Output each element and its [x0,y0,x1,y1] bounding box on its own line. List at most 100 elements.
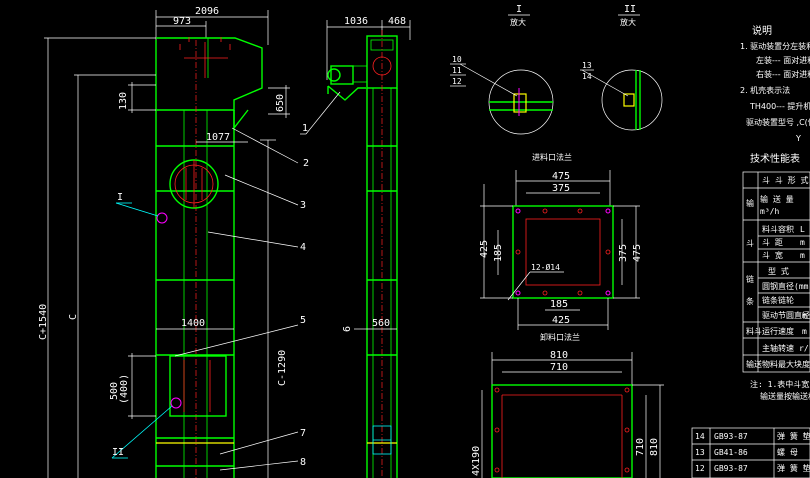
parts-row-2-code: GB41-86 [714,448,748,457]
dim-w1077: 1077 [206,132,230,143]
inlet-hole-callout: 12-Ø14 [531,262,560,272]
detail-mark-two: II [112,447,124,458]
tech-row-10: 料斗运行速度 [746,326,794,336]
notes-line-3: 右装--- 面对进料口 [756,69,810,79]
detail-mark-one: I [117,192,123,203]
outlet-dim-h810: 810 [649,438,660,456]
tech-row-5: 斗 宽 [762,250,783,260]
tech-footnote-1: 注: 1.表中斗宽为计算 [750,379,810,389]
tech-side-2: 斗 [746,239,754,248]
tech-row-1: 斗 斗 形 式 [762,175,808,185]
inlet-dim-w375: 375 [552,183,570,194]
front-view: 2096 973 [38,6,309,478]
part-number-3: 3 [300,200,306,211]
tech-row-11-unit: r/ [799,344,809,353]
detail-one: I 放大 10 11 12 [450,4,554,135]
dim-h400: (400) [119,374,130,404]
inlet-dim-h185: 185 [493,244,504,262]
parts-row-3-code: GB93-87 [714,464,748,473]
tech-row-3: 料斗容积 [762,224,794,234]
detail-two: II 放大 13 14 [580,4,663,131]
part-number-1: 1 [302,123,308,134]
side-view: 1036 468 560 1 6 [300,16,411,478]
tech-row-10-unit: m [802,327,807,336]
detail-one-part-10: 10 [452,55,462,64]
parts-row-3-name: 弹 簧 垫 [777,463,810,473]
outlet-flange-title: 卸料口法兰 [540,332,580,342]
inlet-dim-w475: 475 [552,171,570,182]
notes-title: 说明 [752,24,772,37]
inlet-flange: 进料口法兰 475 375 425 185 375 475 18 [479,152,643,330]
outlet-dim-h710: 710 [635,438,646,456]
detail-two-part-14: 14 [582,72,592,81]
part-number-6: 6 [342,326,353,332]
parts-row-2-name: 螺 母 [777,447,798,457]
outlet-dim-w710: 710 [550,362,568,373]
inlet-dim-r475: 475 [632,244,643,262]
dim-h650: 650 [275,94,286,112]
dim-h130: 130 [118,92,129,110]
part-number-8: 8 [300,457,306,468]
dim-w1036: 1036 [344,16,368,27]
tech-row-8: 链条链轮 [762,295,794,305]
outlet-flange: 卸料口法兰 810 710 4X190 710 810 [471,332,664,478]
inlet-dim-h425: 425 [479,240,490,258]
detail-two-part-13: 13 [582,61,592,70]
detail-one-part-11: 11 [452,66,462,75]
tech-footnote-2: 输送量按输送机 [760,391,810,401]
notes-line-4: 2. 机壳表示法 [740,85,790,95]
dim-c1290: C-1290 [277,350,288,386]
part-number-5: 5 [300,315,306,326]
tech-row-9: 驱动节圆直径 [762,310,810,320]
tech-row-12: 输送物料最大块度 [746,359,810,369]
detail-one-mark: I [516,4,522,15]
notes-line-7: Y [795,134,801,143]
inlet-dim-b425: 425 [552,315,570,326]
parts-row-2-no: 13 [695,448,705,457]
tech-table: 技术性能表 斗 斗 形 式 输 送 量 m³/h 料斗容积 L 斗 距 m 斗 … [742,152,810,401]
dim-top-width: 2096 [195,6,219,17]
dim-top-left: 973 [173,16,191,27]
part-number-7: 7 [300,428,306,439]
tech-row-7: 圆钢直径(mm) [762,281,810,291]
parts-row-1-code: GB93-87 [714,432,748,441]
dim-h500: 500 [109,382,120,400]
tech-side-3: 链 [746,274,754,284]
notes-line-5: TH400--- 提升机 [749,101,810,111]
tech-row-9-unit: m [802,311,807,320]
dim-c: C [68,314,79,320]
detail-two-mark: II [624,4,636,15]
tech-row-2-unit: m³/h [760,207,779,216]
outlet-dim-w810: 810 [550,350,568,361]
tech-row-6: 型 式 [768,266,789,276]
parts-row-1-no: 14 [695,432,705,441]
tech-row-4-unit: m [800,238,805,247]
part-number-4: 4 [300,242,306,253]
notes-line-1: 1. 驱动装置分左装和右装 [740,41,810,51]
tech-row-2: 输 送 量 [760,194,794,204]
inlet-dim-r375: 375 [618,244,629,262]
detail-one-caption: 放大 [510,17,526,27]
parts-list: 14 GB93-87 弹 簧 垫 13 GB41-86 螺 母 12 GB93-… [691,427,810,478]
detail-two-caption: 放大 [620,17,636,27]
parts-row-3-no: 12 [695,464,705,473]
inlet-dim-b185: 185 [550,299,568,310]
dim-total-c1540: C+1540 [38,304,49,340]
outlet-dim-h4x190: 4X190 [471,446,482,476]
tech-side-4: 条 [746,296,754,306]
notes-block: 说明 1. 驱动装置分左装和右装 左装--- 面对进料口 右装--- 面对进料口… [740,24,810,143]
tech-row-4: 斗 距 [762,238,783,247]
part-number-2: 2 [303,158,309,169]
dim-w560: 560 [372,318,390,329]
dim-w468: 468 [388,16,406,27]
tech-row-3-unit: L [800,225,805,234]
tech-side-1: 输 [746,198,754,208]
detail-one-part-12: 12 [452,77,462,86]
notes-line-6: 驱动装置型号 ,C(传 [746,117,810,127]
parts-row-1-name: 弹 簧 垫 [777,431,810,441]
dim-w1400: 1400 [181,318,205,329]
tech-table-title: 技术性能表 [750,152,800,165]
tech-row-11: 主轴转速 [762,343,794,353]
tech-row-5-unit: m [800,251,805,260]
